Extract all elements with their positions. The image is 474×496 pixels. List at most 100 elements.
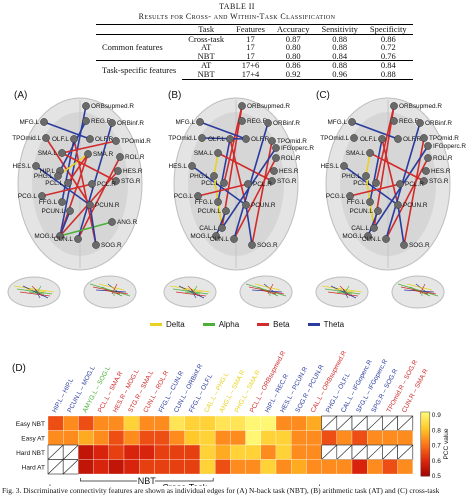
connectivity-edge <box>59 120 87 172</box>
mini-edge <box>111 283 118 295</box>
heat-cell <box>169 444 185 460</box>
brain-sagittal-view <box>315 276 369 308</box>
region-label: IFGoperc.R <box>281 145 314 152</box>
region-node <box>242 201 250 209</box>
heat-cell <box>169 415 185 431</box>
colorbar-label: PCC value <box>443 428 450 459</box>
connectivity-edge <box>217 152 273 182</box>
col-header: Sensitivity <box>315 24 364 35</box>
mini-edge <box>245 283 287 297</box>
region-node <box>32 162 40 170</box>
heat-cell <box>154 444 170 460</box>
empty-cell-slash <box>321 444 338 460</box>
region-node <box>230 235 238 243</box>
region-node <box>66 207 74 215</box>
heat-cell <box>123 415 140 431</box>
region-node <box>220 179 228 187</box>
mini-edge <box>169 285 211 293</box>
colorbar-step <box>420 444 430 447</box>
empty-cell-slash <box>62 459 79 475</box>
colorbar-step <box>420 456 430 460</box>
region-node <box>114 167 122 175</box>
heat-cell <box>275 459 292 475</box>
region-node <box>88 180 96 188</box>
region-label: MFG.L <box>19 119 39 126</box>
colorbar-step <box>420 418 430 422</box>
region-node <box>340 162 348 170</box>
condition-label: Easy NBT <box>16 421 45 428</box>
region-node <box>424 142 432 150</box>
mini-edge <box>343 285 350 295</box>
heat-cell <box>260 430 277 446</box>
table-cell: Cross-task <box>188 33 225 44</box>
heat-cell <box>139 430 155 446</box>
region-node <box>212 232 220 240</box>
colorbar-step <box>420 412 430 415</box>
region-node <box>420 134 428 142</box>
heat-cell <box>382 459 398 475</box>
heat-cell <box>184 415 201 431</box>
colorbar-step <box>420 422 430 426</box>
heat-cell <box>245 444 261 460</box>
region-label: PCUN.R <box>403 202 428 209</box>
colorbar-step <box>420 452 430 456</box>
heat-cell <box>306 415 322 431</box>
connectivity-edge <box>41 183 93 197</box>
colorbar-step <box>420 467 430 471</box>
mini-edge <box>342 288 349 299</box>
mini-edge <box>22 285 49 299</box>
region-node <box>370 224 378 232</box>
colorbar-tick: 0.9 <box>432 412 441 419</box>
region-label: TPOmid.R <box>277 138 307 145</box>
region-label: SOG.R <box>101 242 122 249</box>
heat-cell <box>123 430 140 446</box>
heat-cell <box>154 459 170 475</box>
region-label: FFG.L <box>39 199 58 206</box>
region-label: CUN.L <box>362 236 382 243</box>
connectivity-edge <box>213 152 219 177</box>
region-label: CAL.L <box>199 225 217 232</box>
mini-edge <box>409 286 431 297</box>
region-node <box>374 207 382 215</box>
heat-cell <box>275 444 292 460</box>
table-cell: AT <box>182 60 231 70</box>
heat-cell <box>184 430 201 446</box>
empty-cell-slash <box>336 415 353 431</box>
region-label: TPOmid.R <box>121 138 151 145</box>
heat-cell <box>199 430 216 446</box>
colorbar-step <box>420 439 430 443</box>
heat-cell <box>199 459 216 475</box>
heat-cell <box>199 444 216 460</box>
heat-cell <box>260 459 277 475</box>
mini-edge <box>418 286 425 291</box>
region-node <box>366 149 374 157</box>
table-cell: 0.96 <box>315 70 364 80</box>
mini-edge <box>330 285 357 299</box>
region-node <box>362 172 370 180</box>
region-label: OLF.L <box>360 136 377 143</box>
empty-cell-slash <box>382 444 398 460</box>
edge-legend: Delta Alpha Beta Theta <box>150 320 344 329</box>
region-label: MFG.L <box>175 119 195 126</box>
region-node <box>348 118 356 126</box>
heat-cell <box>78 430 94 446</box>
heat-cell <box>321 459 337 475</box>
region-label: PCUN.L <box>198 208 222 215</box>
mini-edge <box>31 285 43 297</box>
brain-sagittal-view <box>7 276 61 308</box>
heat-cell <box>93 444 109 460</box>
heat-cell <box>291 444 307 460</box>
table-cell: 0.80 <box>285 50 301 61</box>
heat-cell <box>321 430 337 446</box>
table-cell: 0.76 <box>380 50 396 61</box>
region-label: STG.R <box>277 178 297 185</box>
region-node <box>38 192 46 200</box>
group-label: NBT <box>138 476 157 486</box>
table-cell: 0.87 <box>285 33 301 44</box>
heat-cell <box>169 459 185 475</box>
condition-label: Easy AT <box>21 435 45 442</box>
region-label: MFG.L <box>327 119 347 126</box>
table-cell: 17+4 <box>230 70 271 80</box>
connectivity-edge <box>349 183 401 197</box>
colorbar-step <box>420 414 430 417</box>
